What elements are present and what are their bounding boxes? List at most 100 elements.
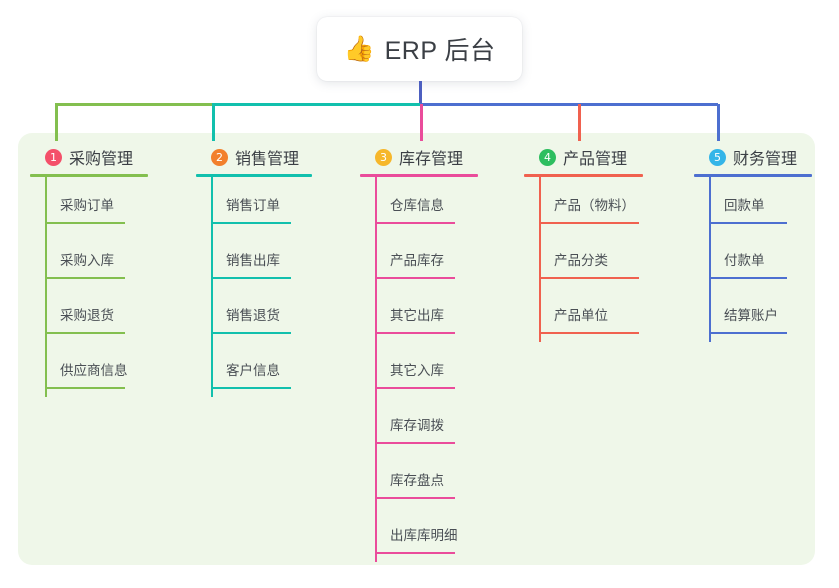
column-items: 采购订单采购入库采购退货供应商信息	[30, 177, 148, 397]
column-number-badge: 5	[709, 148, 726, 166]
root-node-erp-backend[interactable]: 👍 ERP 后台	[317, 17, 522, 81]
column-header[interactable]: 3 库存管理	[360, 146, 478, 168]
menu-item-underline	[375, 552, 455, 554]
bus-segment-teal	[212, 103, 420, 106]
column-underline	[524, 174, 643, 177]
column-items: 销售订单销售出库销售退货客户信息	[196, 177, 312, 397]
column-title: 销售管理	[235, 151, 300, 168]
menu-item[interactable]: 仓库信息	[360, 177, 478, 232]
menu-item-underline	[375, 222, 455, 224]
menu-item-underline	[211, 387, 291, 389]
menu-item-label: 产品（物料）	[554, 198, 635, 213]
menu-item[interactable]: 销售订单	[196, 177, 312, 232]
column-underline	[360, 174, 478, 177]
menu-item[interactable]: 其它入库	[360, 342, 478, 397]
menu-item-label: 销售退货	[226, 308, 280, 323]
column-items: 产品（物料） 产品分类产品单位	[524, 177, 643, 342]
column-spine	[211, 177, 213, 397]
menu-item[interactable]: 库存盘点	[360, 452, 478, 507]
bus-segment-blue	[420, 103, 718, 106]
menu-item-label: 供应商信息	[60, 363, 128, 378]
menu-item-label: 销售出库	[226, 253, 280, 268]
column-2: 2 销售管理销售订单销售出库销售退货客户信息	[196, 146, 312, 397]
drop-purchase	[55, 104, 58, 141]
menu-item-underline	[211, 222, 291, 224]
column-underline	[196, 174, 312, 177]
menu-item-label: 结算账户	[724, 308, 778, 323]
menu-item-label: 采购订单	[60, 198, 114, 213]
trunk-connector	[419, 81, 422, 104]
menu-item-label: 库存调拨	[390, 418, 444, 433]
column-title: 库存管理	[399, 151, 464, 168]
column-header[interactable]: 2 销售管理	[196, 146, 312, 168]
column-5: 5 财务管理回款单付款单结算账户	[694, 146, 812, 342]
drop-sales	[212, 104, 215, 141]
menu-item[interactable]: 产品分类	[524, 232, 643, 287]
menu-item-label: 采购入库	[60, 253, 114, 268]
menu-item-label: 其它出库	[390, 308, 444, 323]
drop-product	[578, 104, 581, 141]
bus-segment-green	[55, 103, 212, 106]
menu-item[interactable]: 产品库存	[360, 232, 478, 287]
menu-item[interactable]: 其它出库	[360, 287, 478, 342]
menu-item-label: 其它入库	[390, 363, 444, 378]
drop-inventory	[420, 104, 423, 141]
menu-item-underline	[211, 277, 291, 279]
menu-item[interactable]: 采购入库	[30, 232, 148, 287]
menu-item-underline	[539, 277, 639, 279]
menu-item-underline	[375, 332, 455, 334]
menu-item[interactable]: 供应商信息	[30, 342, 148, 397]
menu-item[interactable]: 产品（物料）	[524, 177, 643, 232]
column-spine	[539, 177, 541, 342]
menu-item-underline	[45, 387, 125, 389]
menu-item-underline	[539, 332, 639, 334]
thumbs-up-icon: 👍	[343, 34, 375, 63]
menu-item-label: 产品分类	[554, 253, 608, 268]
menu-item-label: 库存盘点	[390, 473, 444, 488]
menu-item-underline	[45, 277, 125, 279]
menu-item-label: 客户信息	[226, 363, 280, 378]
column-number-badge: 1	[45, 148, 62, 166]
menu-item[interactable]: 回款单	[694, 177, 812, 232]
menu-item-underline	[375, 387, 455, 389]
menu-item-underline	[375, 497, 455, 499]
root-node-label: ERP 后台	[384, 37, 496, 65]
menu-item-underline	[211, 332, 291, 334]
drop-finance	[717, 104, 720, 141]
menu-item[interactable]: 结算账户	[694, 287, 812, 342]
menu-item-label: 产品库存	[390, 253, 444, 268]
menu-item-label: 采购退货	[60, 308, 114, 323]
menu-item-underline	[539, 222, 639, 224]
diagram-background-panel	[18, 133, 815, 565]
column-number-badge: 3	[375, 148, 392, 166]
menu-item[interactable]: 出库库明细	[360, 507, 478, 562]
column-number-badge: 2	[211, 148, 228, 166]
column-title: 财务管理	[733, 151, 798, 168]
menu-item-label: 回款单	[724, 198, 765, 213]
menu-item-underline	[375, 277, 455, 279]
menu-item[interactable]: 产品单位	[524, 287, 643, 342]
column-items: 仓库信息产品库存其它出库其它入库库存调拨库存盘点出库库明细	[360, 177, 478, 562]
menu-item-label: 付款单	[724, 253, 765, 268]
menu-item-underline	[709, 332, 787, 334]
menu-item-underline	[45, 222, 125, 224]
column-items: 回款单付款单结算账户	[694, 177, 812, 342]
menu-item[interactable]: 采购订单	[30, 177, 148, 232]
menu-item-label: 出库库明细	[390, 528, 458, 543]
menu-item[interactable]: 销售退货	[196, 287, 312, 342]
column-spine	[375, 177, 377, 562]
menu-item[interactable]: 库存调拨	[360, 397, 478, 452]
menu-item[interactable]: 客户信息	[196, 342, 312, 397]
menu-item-label: 产品单位	[554, 308, 608, 323]
column-spine	[45, 177, 47, 397]
column-header[interactable]: 5 财务管理	[694, 146, 812, 168]
menu-item[interactable]: 销售出库	[196, 232, 312, 287]
column-underline	[694, 174, 812, 177]
menu-item[interactable]: 采购退货	[30, 287, 148, 342]
column-spine	[709, 177, 711, 342]
menu-item[interactable]: 付款单	[694, 232, 812, 287]
